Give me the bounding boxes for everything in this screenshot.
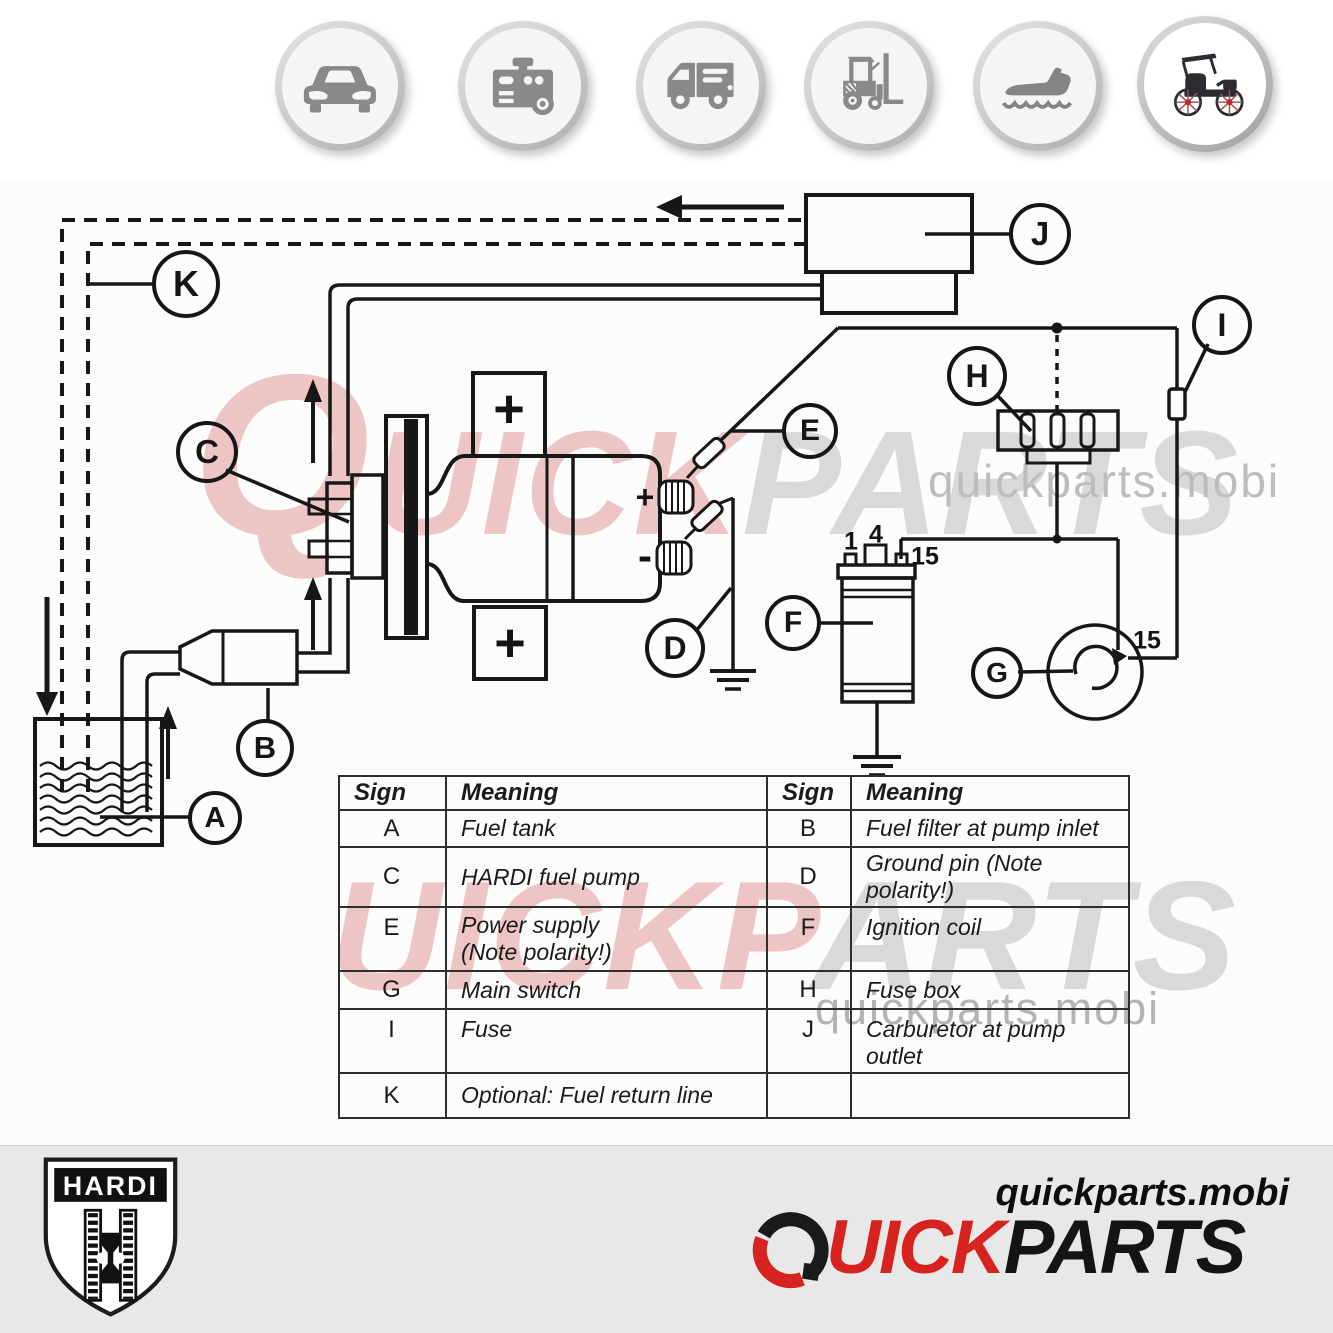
hardi-brand-text: HARDI <box>63 1171 158 1201</box>
legend-sign: J <box>766 1008 852 1074</box>
legend-row-I-J: I Fuse J Carburetor at pump outlet <box>338 1008 1130 1074</box>
jet-ski-icon <box>980 28 1096 144</box>
legend-sign: D <box>766 846 852 908</box>
quickparts-q-icon <box>752 1212 829 1289</box>
terminal-minus-label: - <box>638 532 652 579</box>
logo-quick-text: UICK <box>826 1205 1006 1290</box>
switch-terminal-15-label: 15 <box>1133 626 1161 655</box>
legend-meaning: Fuse <box>445 1008 768 1074</box>
legend-header-meaning-right: Meaning <box>850 775 1130 811</box>
legend-sign: B <box>766 809 852 848</box>
legend-sign: E <box>338 906 447 972</box>
legend-table: Sign Meaning Sign Meaning A Fuel tank B … <box>338 775 1130 1119</box>
category-antique-car[interactable] <box>1137 16 1273 152</box>
callout-C: C <box>176 421 238 483</box>
callout-K: K <box>152 250 220 318</box>
car-icon <box>282 28 398 144</box>
category-utility-vehicle[interactable] <box>636 21 766 151</box>
legend-sign: H <box>766 970 852 1010</box>
wiring-linework <box>33 193 1210 847</box>
coil-terminal-15-label: 15 <box>911 542 939 571</box>
legend-meaning <box>850 1072 1130 1119</box>
antique-car-icon <box>1144 23 1266 145</box>
category-jet-ski[interactable] <box>973 21 1103 151</box>
utility-vehicle-icon <box>643 28 759 144</box>
generator-icon <box>465 28 581 144</box>
legend-sign: C <box>338 846 447 908</box>
legend-meaning: HARDI fuel pump <box>445 846 768 908</box>
terminal-plus-label: + <box>635 479 655 515</box>
legend-row-E-F: E Power supply (Note polarity!) F Igniti… <box>338 906 1130 972</box>
bracket-plus-bottom: + <box>494 613 526 673</box>
wiring-diagram: QUICKPARTS quickparts.mobi UICKPARTS qui… <box>0 178 1333 1145</box>
category-banner <box>0 0 1333 179</box>
legend-meaning: Fuel tank <box>445 809 768 848</box>
legend-row-C-D: C HARDI fuel pump D Ground pin (Note pol… <box>338 846 1130 908</box>
legend-header-sign-left: Sign <box>338 775 447 811</box>
legend-sign: I <box>338 1008 447 1074</box>
legend-sign <box>766 1072 852 1119</box>
legend-sign: A <box>338 809 447 848</box>
bracket-plus-top: + <box>493 379 525 439</box>
callout-F: F <box>765 595 821 651</box>
hardi-shield-logo: HARDI <box>43 1157 178 1317</box>
callout-H: H <box>947 346 1007 406</box>
legend-row-G-H: G Main switch H Fuse box <box>338 970 1130 1010</box>
category-forklift[interactable] <box>804 21 934 151</box>
callout-B: B <box>236 719 294 777</box>
legend-header-sign-right: Sign <box>766 775 852 811</box>
legend-row-K: K Optional: Fuel return line <box>338 1072 1130 1119</box>
legend-meaning: Fuel filter at pump inlet <box>850 809 1130 848</box>
footer-site-text[interactable]: quickparts.mobi <box>995 1172 1290 1214</box>
legend-meaning: Power supply (Note polarity!) <box>445 906 768 972</box>
forklift-icon <box>811 28 927 144</box>
category-car[interactable] <box>275 21 405 151</box>
legend-meaning: Carburetor at pump outlet <box>850 1008 1130 1074</box>
callout-G: G <box>971 647 1023 699</box>
legend-row-A-B: A Fuel tank B Fuel filter at pump inlet <box>338 809 1130 848</box>
callout-D: D <box>645 618 705 678</box>
legend-meaning: Main switch <box>445 970 768 1010</box>
legend-sign: G <box>338 970 447 1010</box>
legend-sign: K <box>338 1072 447 1119</box>
legend-header-meaning-left: Meaning <box>445 775 768 811</box>
coil-terminal-1-label: 1 <box>844 527 858 556</box>
callout-E: E <box>782 403 838 459</box>
legend-meaning: Fuse box <box>850 970 1130 1010</box>
legend-sign: F <box>766 906 852 972</box>
logo-parts-text: PARTS <box>1003 1205 1247 1290</box>
category-generator[interactable] <box>458 21 588 151</box>
legend-meaning: Ignition coil <box>850 906 1130 972</box>
legend-header-row: Sign Meaning Sign Meaning <box>338 775 1130 811</box>
callout-J: J <box>1009 203 1071 265</box>
coil-terminal-4-label: 4 <box>869 520 883 549</box>
callout-A: A <box>188 791 242 845</box>
callout-I: I <box>1192 295 1252 355</box>
legend-meaning: Optional: Fuel return line <box>445 1072 768 1119</box>
legend-meaning: Ground pin (Note polarity!) <box>850 846 1130 908</box>
